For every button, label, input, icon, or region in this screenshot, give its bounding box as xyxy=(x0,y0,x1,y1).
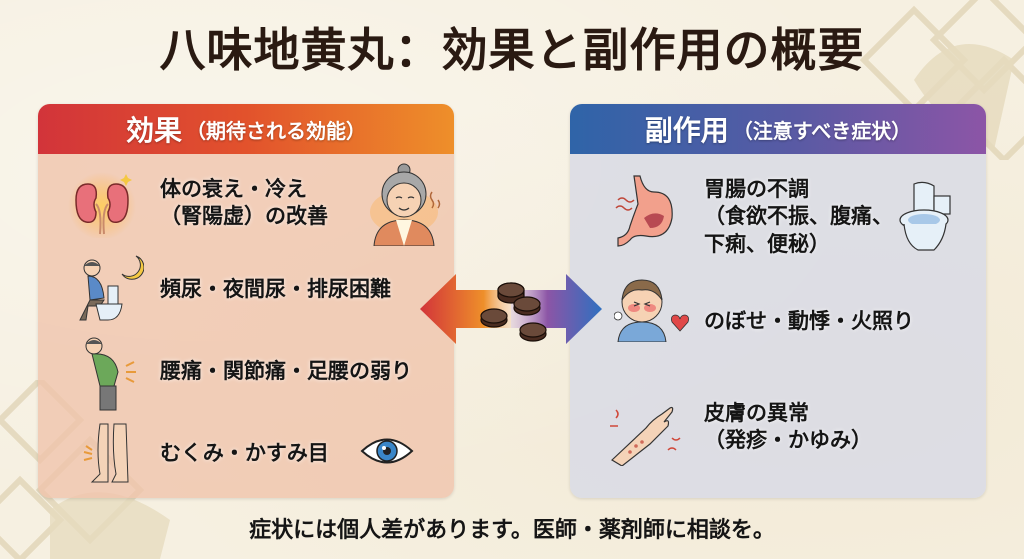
effect-item-2: 頻尿・夜間尿・排尿困難 xyxy=(160,276,391,303)
eye-icon xyxy=(360,434,414,468)
effect-item-1-text: 体の衰え・冷え （腎陽虚）の改善 xyxy=(160,177,328,229)
side-effect-item-3: 皮膚の異常 （発疹・かゆみ） xyxy=(704,400,872,455)
side-effect-item-1-text: 胃腸の不調 （食欲不振、腹痛、 下痢、便秘） xyxy=(704,177,893,256)
side-effects-panel: 副作用 （注意すべき症状） 胃腸の不調 （食欲不振、腹痛、 下痢、便秘） xyxy=(570,104,986,498)
crescent-moon-icon xyxy=(118,254,144,280)
side-effect-item-2-text: のぼせ・動悸・火照り xyxy=(704,309,914,333)
effect-item-2-text: 頻尿・夜間尿・排尿困難 xyxy=(160,277,391,301)
side-effects-header: 副作用 （注意すべき症状） xyxy=(570,104,986,154)
side-effects-heading: 副作用 xyxy=(644,114,729,147)
footer-disclaimer: 症状には個人差があります。医師・薬剤師に相談を。 xyxy=(249,518,775,543)
stomach-icon xyxy=(614,174,678,248)
elderly-woman-icon xyxy=(368,162,446,246)
effects-header: 効果 （期待される効能） xyxy=(38,104,454,154)
effect-item-3: 腰痛・関節痛・足腰の弱り xyxy=(160,358,412,385)
effect-item-4-text: むくみ・かすみ目 xyxy=(160,441,329,465)
pills-icon xyxy=(480,282,547,342)
effects-heading: 効果 xyxy=(125,114,182,147)
center-arrows xyxy=(416,270,606,348)
side-effect-item-1: 胃腸の不調 （食欲不振、腹痛、 下痢、便秘） xyxy=(704,176,893,258)
effects-panel: 効果 （期待される効能） 体の衰え・冷え （腎陽虚）の改善 xyxy=(38,104,454,498)
heart-icon xyxy=(670,314,690,332)
flushed-boy-icon xyxy=(614,276,678,342)
side-effects-subheading: （注意すべき症状） xyxy=(732,118,912,143)
man-on-toilet-icon xyxy=(78,258,126,328)
back-pain-man-icon xyxy=(80,336,140,412)
side-effect-item-2: のぼせ・動悸・火照り xyxy=(704,308,914,335)
toilet-icon xyxy=(894,180,960,256)
swollen-legs-icon xyxy=(82,422,138,486)
effects-subheading: （期待される効能） xyxy=(186,118,366,143)
side-effect-item-3-text: 皮膚の異常 （発疹・かゆみ） xyxy=(704,401,872,453)
page-title: 八味地黄丸：効果と副作用の概要 xyxy=(159,23,865,77)
itchy-arm-icon xyxy=(606,394,686,466)
effect-item-4: むくみ・かすみ目 xyxy=(160,440,329,467)
kidney-icon xyxy=(66,170,138,238)
effect-item-1: 体の衰え・冷え （腎陽虚）の改善 xyxy=(160,176,328,231)
effect-item-3-text: 腰痛・関節痛・足腰の弱り xyxy=(160,359,412,383)
